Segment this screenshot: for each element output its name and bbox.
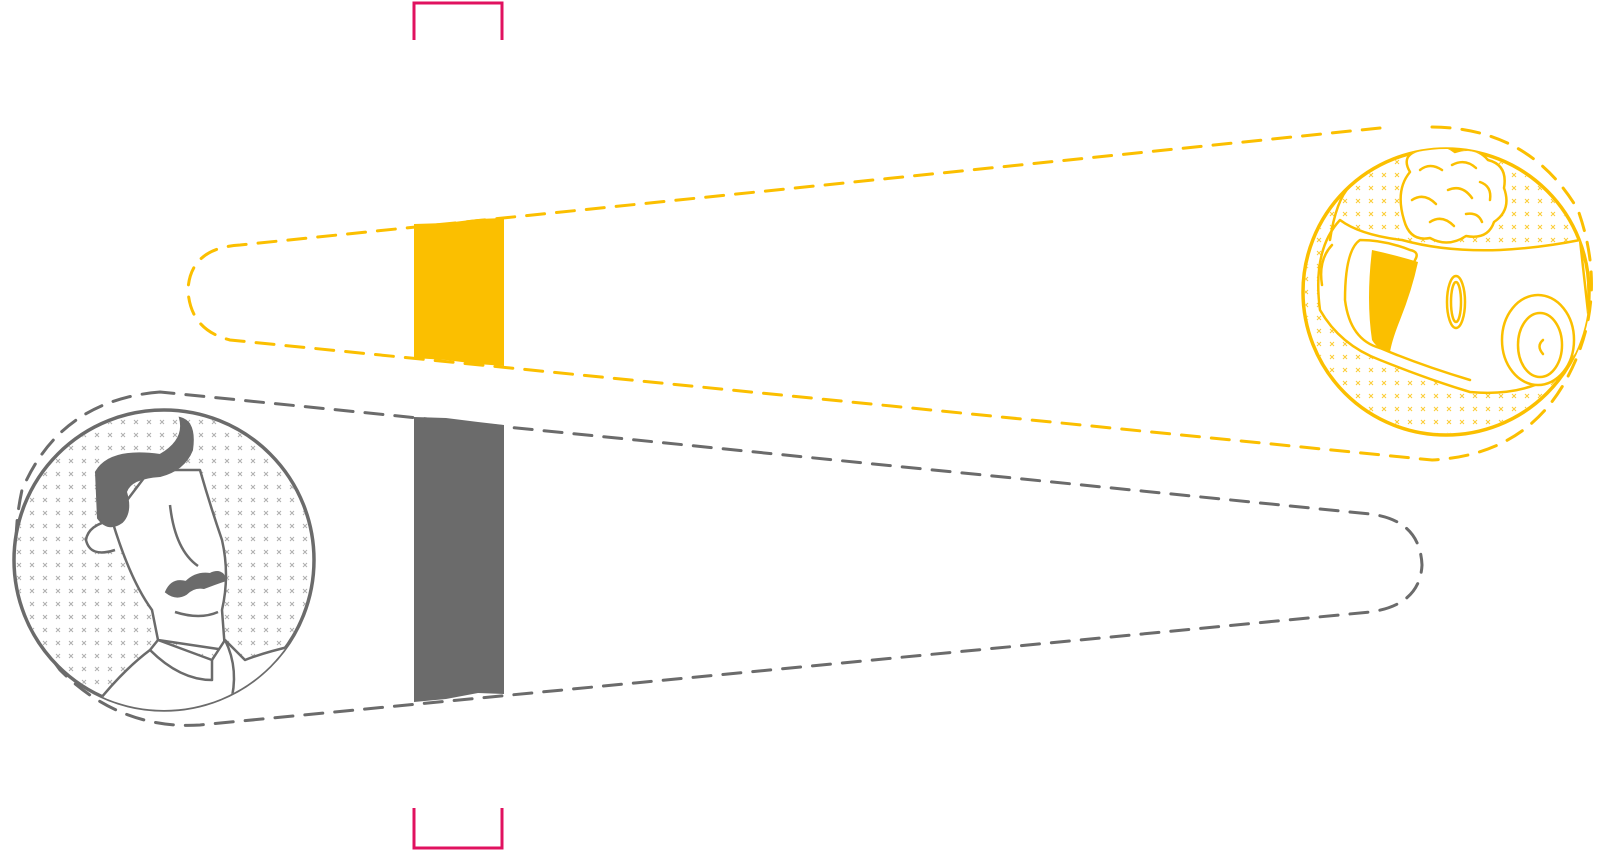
bracket-marker-bottom: [412, 808, 504, 850]
human-track-loop: [14, 390, 1424, 727]
bracket-marker-top: [412, 1, 504, 40]
robot-head-with-brain-icon: [1301, 147, 1591, 437]
machine-track-loop: [186, 125, 1593, 462]
machine-bar: [414, 218, 504, 366]
human-bar: [414, 417, 504, 702]
mustached-man-portrait-icon: [12, 408, 316, 712]
